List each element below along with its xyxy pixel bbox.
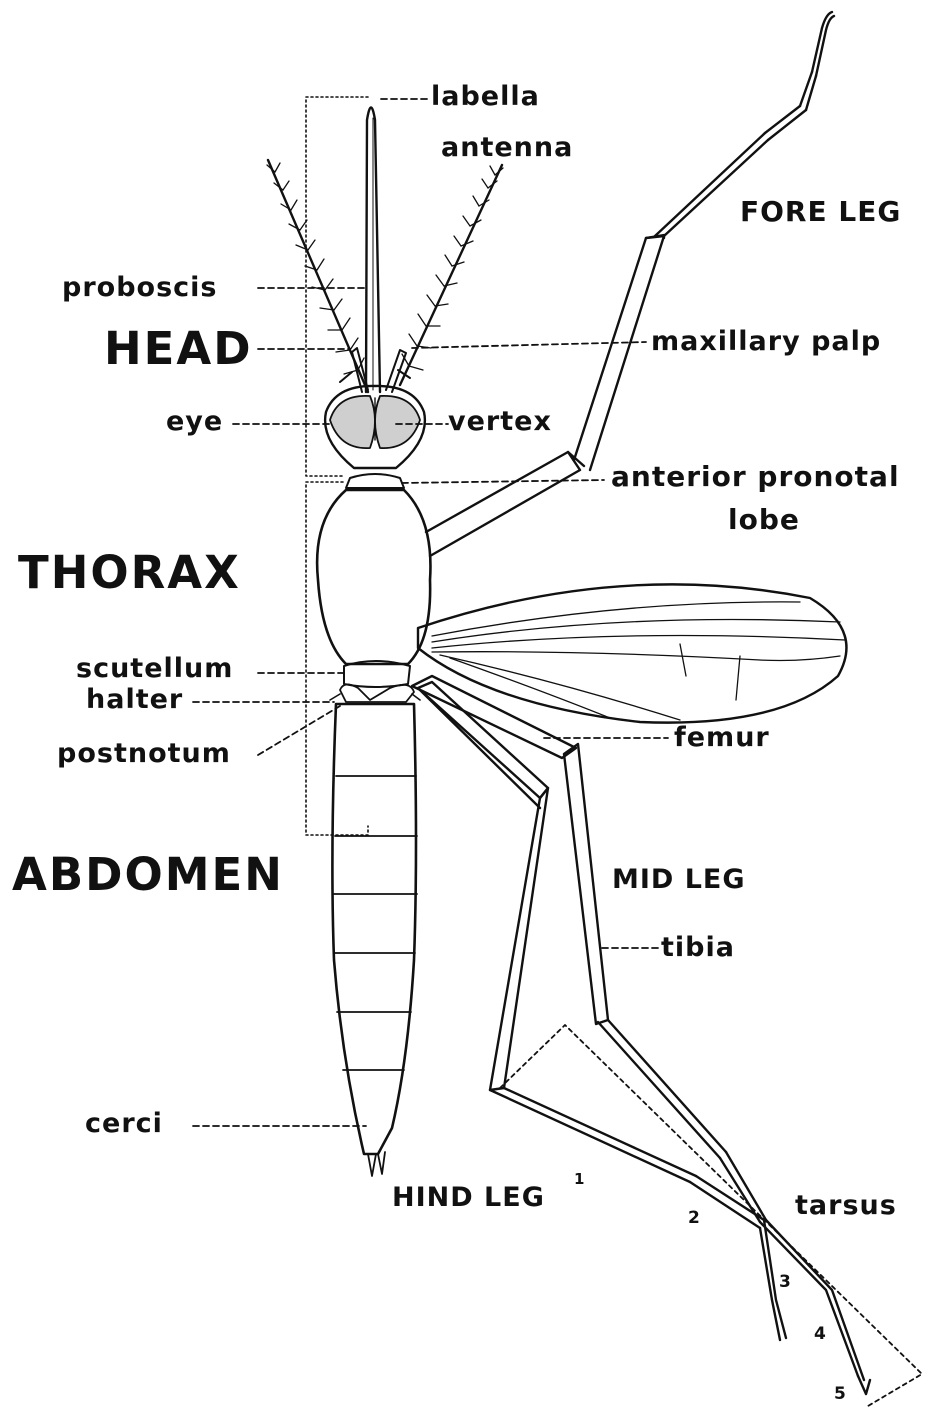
label-tarsal-3: 3: [779, 1274, 791, 1291]
label-maxillary-palp: maxillary palp: [651, 328, 881, 355]
thorax-shape: [317, 490, 430, 664]
label-tarsal-5: 5: [834, 1386, 846, 1403]
label-postnotum: postnotum: [57, 740, 231, 767]
label-vertex: vertex: [448, 408, 552, 435]
body-bracket: [306, 482, 368, 835]
label-anterior-pronotal-line2: lobe: [728, 506, 800, 534]
abdominal-segments: [334, 776, 417, 1070]
label-tibia: tibia: [661, 934, 735, 961]
label-scutellum: scutellum: [76, 655, 233, 682]
label-labella: labella: [431, 83, 540, 110]
label-mid-leg: MID LEG: [612, 866, 746, 893]
abdomen-shape: [332, 704, 416, 1154]
leader-lines: [193, 99, 668, 1126]
right-eye: [375, 396, 420, 448]
label-hind-leg-superscript: 1: [574, 1172, 585, 1187]
label-halter: halter: [86, 686, 183, 713]
neck: [346, 474, 404, 488]
label-abdomen: ABDOMEN: [12, 852, 284, 897]
hind-leg: [418, 682, 786, 1340]
label-cerci: cerci: [85, 1110, 163, 1137]
label-eye: eye: [166, 408, 223, 435]
label-tarsal-4: 4: [814, 1326, 826, 1343]
label-tarsus: tarsus: [795, 1192, 897, 1219]
mid-leg: [412, 676, 870, 1394]
label-femur: femur: [674, 724, 770, 751]
label-head: HEAD: [104, 326, 253, 371]
label-anterior-pronotal-line1: anterior pronotal: [611, 463, 900, 491]
label-fore-leg: FORE LEG: [740, 198, 901, 226]
right-antenna: [400, 165, 503, 385]
label-proboscis: proboscis: [62, 274, 217, 301]
label-hind-leg: HIND LEG: [392, 1184, 545, 1211]
cerci-shape: [368, 1152, 385, 1176]
label-tarsal-2: 2: [688, 1210, 700, 1227]
label-thorax: THORAX: [18, 550, 241, 595]
label-antenna: antenna: [441, 134, 573, 161]
left-eye: [330, 396, 375, 448]
